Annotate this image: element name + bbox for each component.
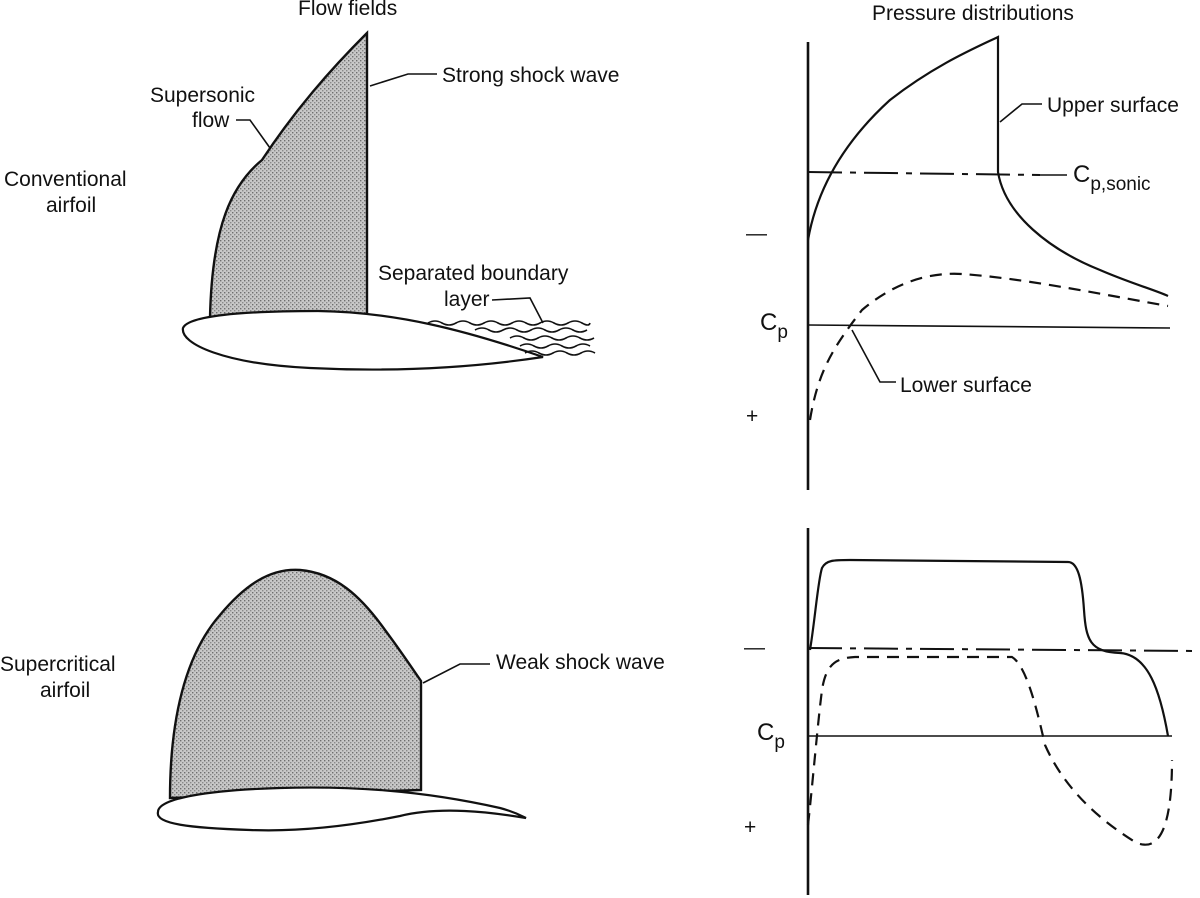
cp-zero-line-conventional [807, 324, 1171, 329]
separated-boundary-layer-wake [427, 320, 596, 356]
separated-boundary-leader [491, 297, 544, 324]
plus-sign-supercritical: + [744, 816, 756, 839]
supersonic-flow-label-line2: flow [192, 109, 230, 132]
pressure-distributions-header: Pressure distributions [872, 2, 1074, 25]
supercritical-airfoil-shape [156, 786, 527, 832]
lower-surface-leader [851, 329, 896, 383]
cp-sonic-line-supercritical [807, 647, 1199, 652]
strong-shock-leader [369, 73, 437, 87]
upper-surface-label: Upper surface [1047, 94, 1179, 117]
weak-shock-label: Weak shock wave [496, 651, 665, 674]
weak-shock-leader [422, 663, 490, 684]
cp-main-supercritical: C [757, 719, 774, 746]
cp-sonic-label: Cp,sonic [1073, 161, 1151, 195]
cp-sonic-line-conventional [807, 171, 1041, 176]
supercritical-label-line2: airfoil [40, 679, 90, 702]
conventional-label-line1: Conventional [4, 168, 127, 191]
lower-surface-curve-supercritical [806, 655, 1174, 846]
upper-surface-curve-conventional [806, 35, 1169, 297]
plus-sign-conventional: + [746, 405, 758, 428]
cp-main-conventional: C [760, 309, 777, 336]
lower-surface-label: Lower surface [900, 374, 1032, 397]
separated-boundary-label-line1: Separated boundary [378, 262, 569, 285]
supersonic-flow-label-line1: Supersonic [150, 84, 255, 107]
cp-label-supercritical: Cp [757, 719, 785, 753]
separated-boundary-label-line2: layer [444, 288, 490, 311]
upper-surface-curve-supercritical [808, 558, 1170, 737]
minus-sign-conventional: — [746, 222, 767, 245]
supersonic-flow-region [208, 30, 369, 320]
supersonic-region-supercritical [168, 568, 423, 800]
conventional-airfoil-shape [181, 309, 544, 371]
cp-subscript-conventional: p [777, 322, 788, 343]
lower-surface-curve-conventional [808, 272, 1169, 421]
cp-subscript-supercritical: p [774, 732, 785, 753]
upper-surface-leader [999, 103, 1042, 123]
flow-fields-header: Flow fields [298, 0, 397, 20]
supercritical-label-line1: Supercritical [0, 653, 116, 676]
supersonic-flow-leader [236, 119, 271, 149]
cp-sonic-main: C [1073, 161, 1090, 188]
cp-label-conventional: Cp [760, 309, 788, 343]
conventional-label-line2: airfoil [46, 194, 96, 217]
strong-shock-label: Strong shock wave [442, 64, 619, 87]
minus-sign-supercritical: — [744, 636, 765, 659]
cp-sonic-subscript: p,sonic [1090, 174, 1150, 195]
